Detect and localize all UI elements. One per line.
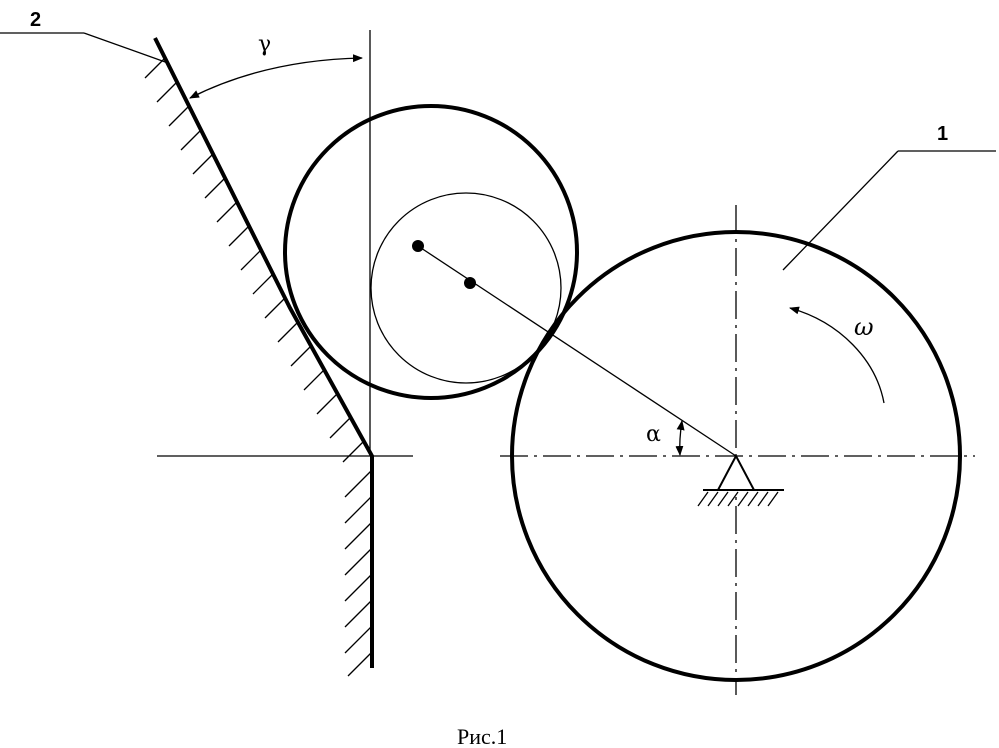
part-2-label: 2 bbox=[30, 9, 41, 31]
wall-hatching-vertical bbox=[345, 470, 372, 676]
pivot-support bbox=[698, 456, 784, 506]
inclined-wall bbox=[145, 38, 372, 676]
alpha-label: α bbox=[646, 422, 661, 447]
leader-line-1 bbox=[783, 151, 996, 270]
gamma-label: γ bbox=[258, 32, 271, 57]
part-1-label: 1 bbox=[937, 123, 948, 145]
wall-hatching-inclined bbox=[145, 58, 363, 462]
inner-center-point bbox=[464, 277, 476, 289]
omega-label: ω bbox=[854, 313, 874, 341]
leader-line-2 bbox=[0, 33, 168, 63]
alpha-angle-arc bbox=[680, 421, 682, 455]
center-connecting-line bbox=[418, 246, 736, 456]
ball-outer-circle bbox=[285, 106, 577, 398]
gamma-angle-arc bbox=[190, 58, 362, 98]
figure-caption: Рис.1 bbox=[457, 724, 507, 748]
ball-center-point bbox=[412, 240, 424, 252]
